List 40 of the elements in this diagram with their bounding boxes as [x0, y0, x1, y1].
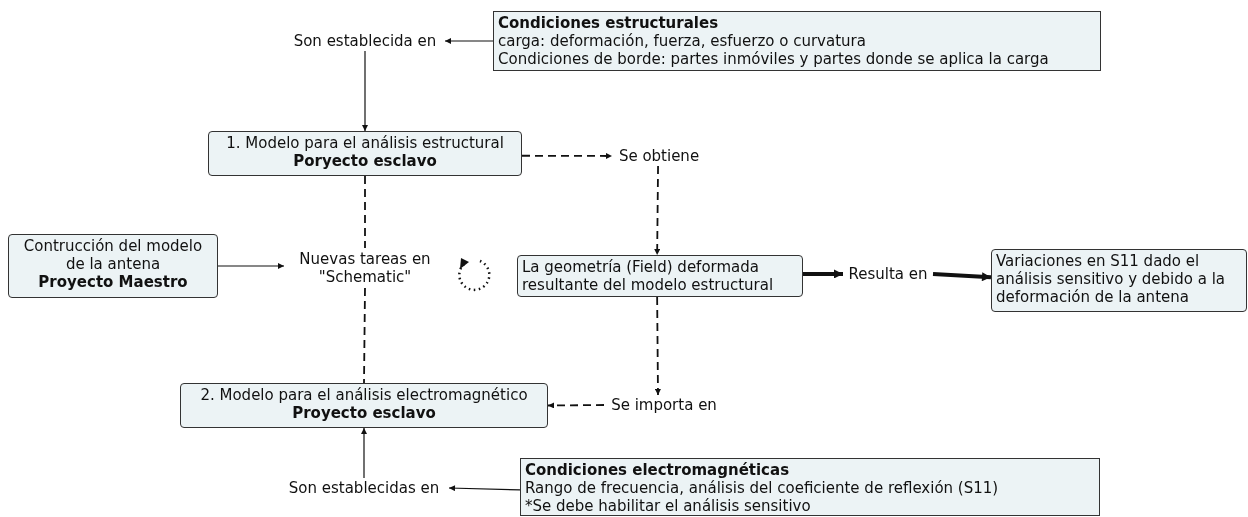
box-heading: Proyecto Maestro [37, 273, 189, 291]
box-heading: Condiciones estructurales [498, 14, 720, 32]
connector-phrase: Son establecidas en [288, 479, 440, 497]
connector-line [363, 287, 366, 384]
box-heading: Proyecto esclavo [291, 404, 437, 422]
box-text: Condiciones de borde: partes inmóviles y partes donde se aplica la carga [498, 50, 1050, 68]
connector-phrase: Se importa en [611, 396, 717, 414]
arrow [932, 272, 992, 282]
connector-phrase: Se obtiene [618, 147, 700, 165]
concept-box [520, 458, 1100, 516]
box-text: carga: deformación, fuerza, esfuerzo o curvatura [498, 32, 867, 50]
arrow [547, 402, 605, 409]
concept-box [991, 249, 1247, 312]
connector-phrase: Son establecida en [293, 32, 437, 50]
arrow [448, 485, 521, 492]
box-text: *Se debe habilitar el análisis sensitivo [525, 497, 812, 515]
concept-box [493, 11, 1101, 71]
box-text: 1. Modelo para el análisis estructural [225, 134, 505, 152]
box-text: 2. Modelo para el análisis electromagnético [199, 386, 529, 404]
arrow [444, 38, 494, 44]
box-text: Contrucción del modelo de la antena [22, 237, 204, 273]
box-text: La geometría (Field) deformada resultante del modelo estructural [522, 258, 775, 294]
box-text: Rango de frecuencia, análisis del coeficiente de reflexión (S11) [525, 479, 1000, 497]
arrow [217, 263, 285, 269]
concept-box [517, 255, 803, 297]
connector-phrase: Nuevas tareas en "Schematic" [298, 250, 432, 286]
arrow [654, 165, 661, 256]
box-heading: Condiciones electromagnéticas [525, 461, 791, 479]
connector-phrase: Resulta en [848, 265, 928, 283]
connector-line [364, 175, 366, 249]
arrow [361, 427, 367, 479]
box-heading: Poryecto esclavo [292, 152, 438, 170]
concept-box [8, 234, 218, 298]
concept-box [180, 383, 548, 428]
arrow [362, 50, 368, 132]
arrow [521, 153, 613, 159]
arrow [654, 296, 661, 396]
arrow [803, 269, 843, 279]
concept-box [208, 131, 522, 176]
box-text: Variaciones en S11 dado el análisis sensitivo y debido a la deformación de la antena [996, 252, 1227, 306]
